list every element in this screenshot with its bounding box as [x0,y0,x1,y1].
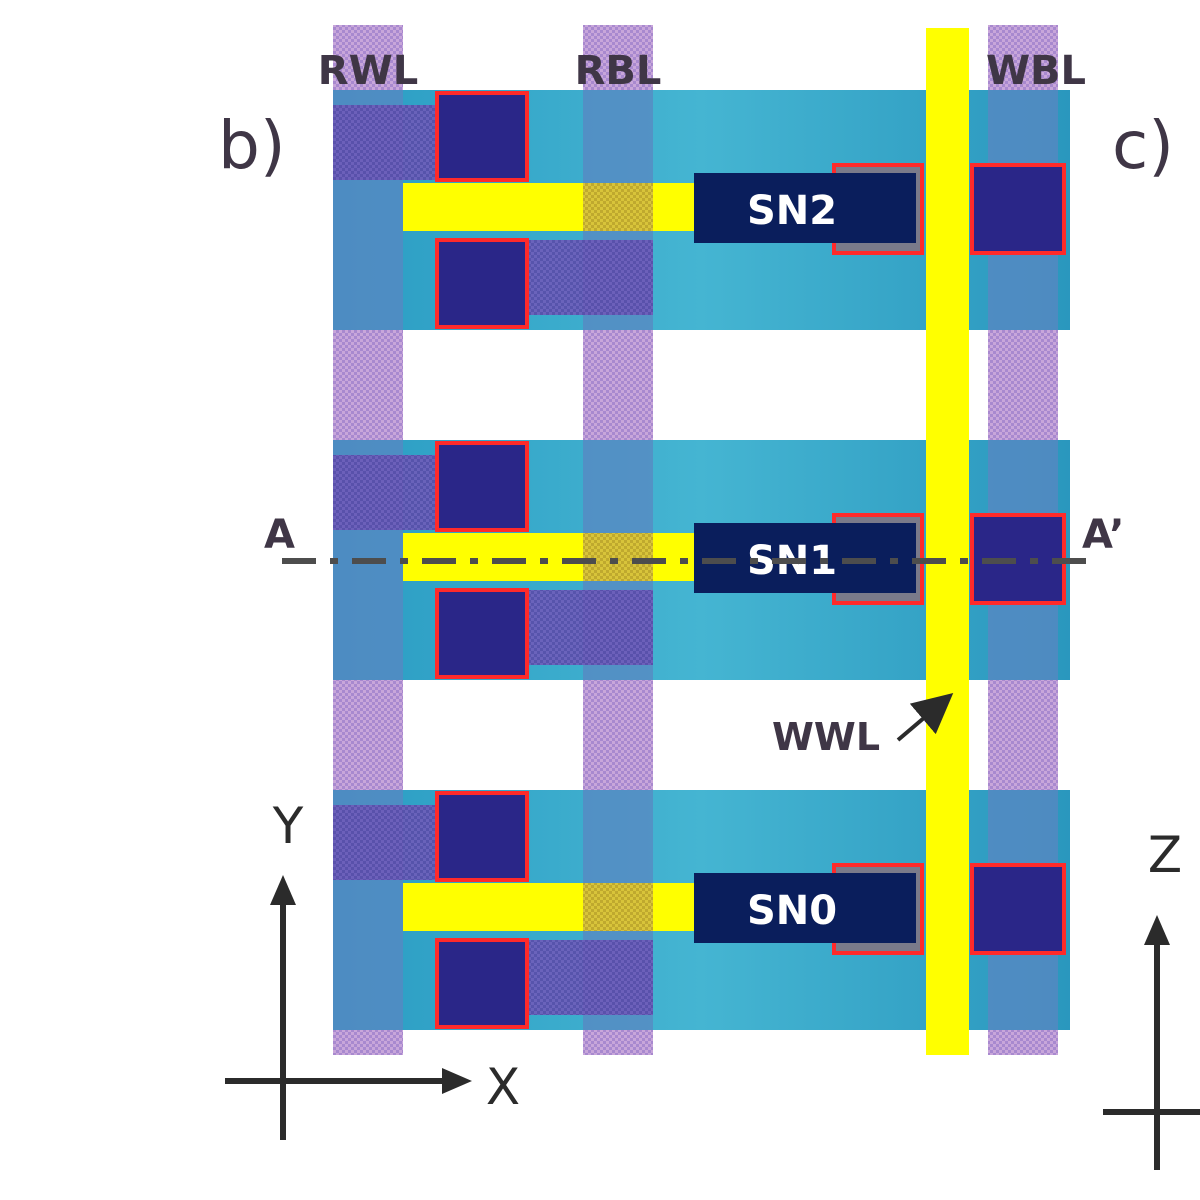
wwl-arrow [896,693,954,742]
gate-overlap [583,883,653,931]
contact [435,588,529,679]
section-label-start: A [264,512,295,558]
rbl-metal-strap [525,590,653,665]
read-gate [403,883,698,931]
rwl-label: RWL [318,48,418,94]
axes-c [1103,915,1200,1170]
read-gate [403,533,698,581]
storage-node-label: SN0 [747,888,837,934]
panel-label-b: b) [218,107,286,184]
section-label-end: A’ [1082,512,1124,558]
storage-node-label: SN2 [747,188,837,234]
rbl-metal-strap [525,240,653,315]
contact [435,238,529,329]
wbl-contact [970,163,1066,255]
gate-overlap [583,533,653,581]
wwl-line [926,28,969,1055]
wbl-label: WBL [986,48,1086,94]
contact [435,938,529,1029]
rbl-label: RBL [575,48,662,94]
storage-node [694,173,916,243]
wwl-label: WWL [772,715,880,759]
wbl-contact [970,513,1066,605]
axis-label-x: X [486,1058,520,1116]
rbl-metal-strap [525,940,653,1015]
contact [435,441,529,532]
contact [435,791,529,882]
storage-node [694,873,916,943]
axes-b [225,875,472,1140]
read-gate [403,183,698,231]
memory-cell: SN0 [333,790,1070,1030]
axis-label-z: Z [1148,826,1182,884]
rwl-metal-strap [333,455,443,530]
contact [435,91,529,182]
wbl-contact [970,863,1066,955]
rwl-metal-strap [333,105,443,180]
rwl-metal-strap [333,805,443,880]
gate-overlap [583,183,653,231]
panel-label-c: c) [1112,107,1174,184]
axis-label-y: Y [272,797,304,855]
